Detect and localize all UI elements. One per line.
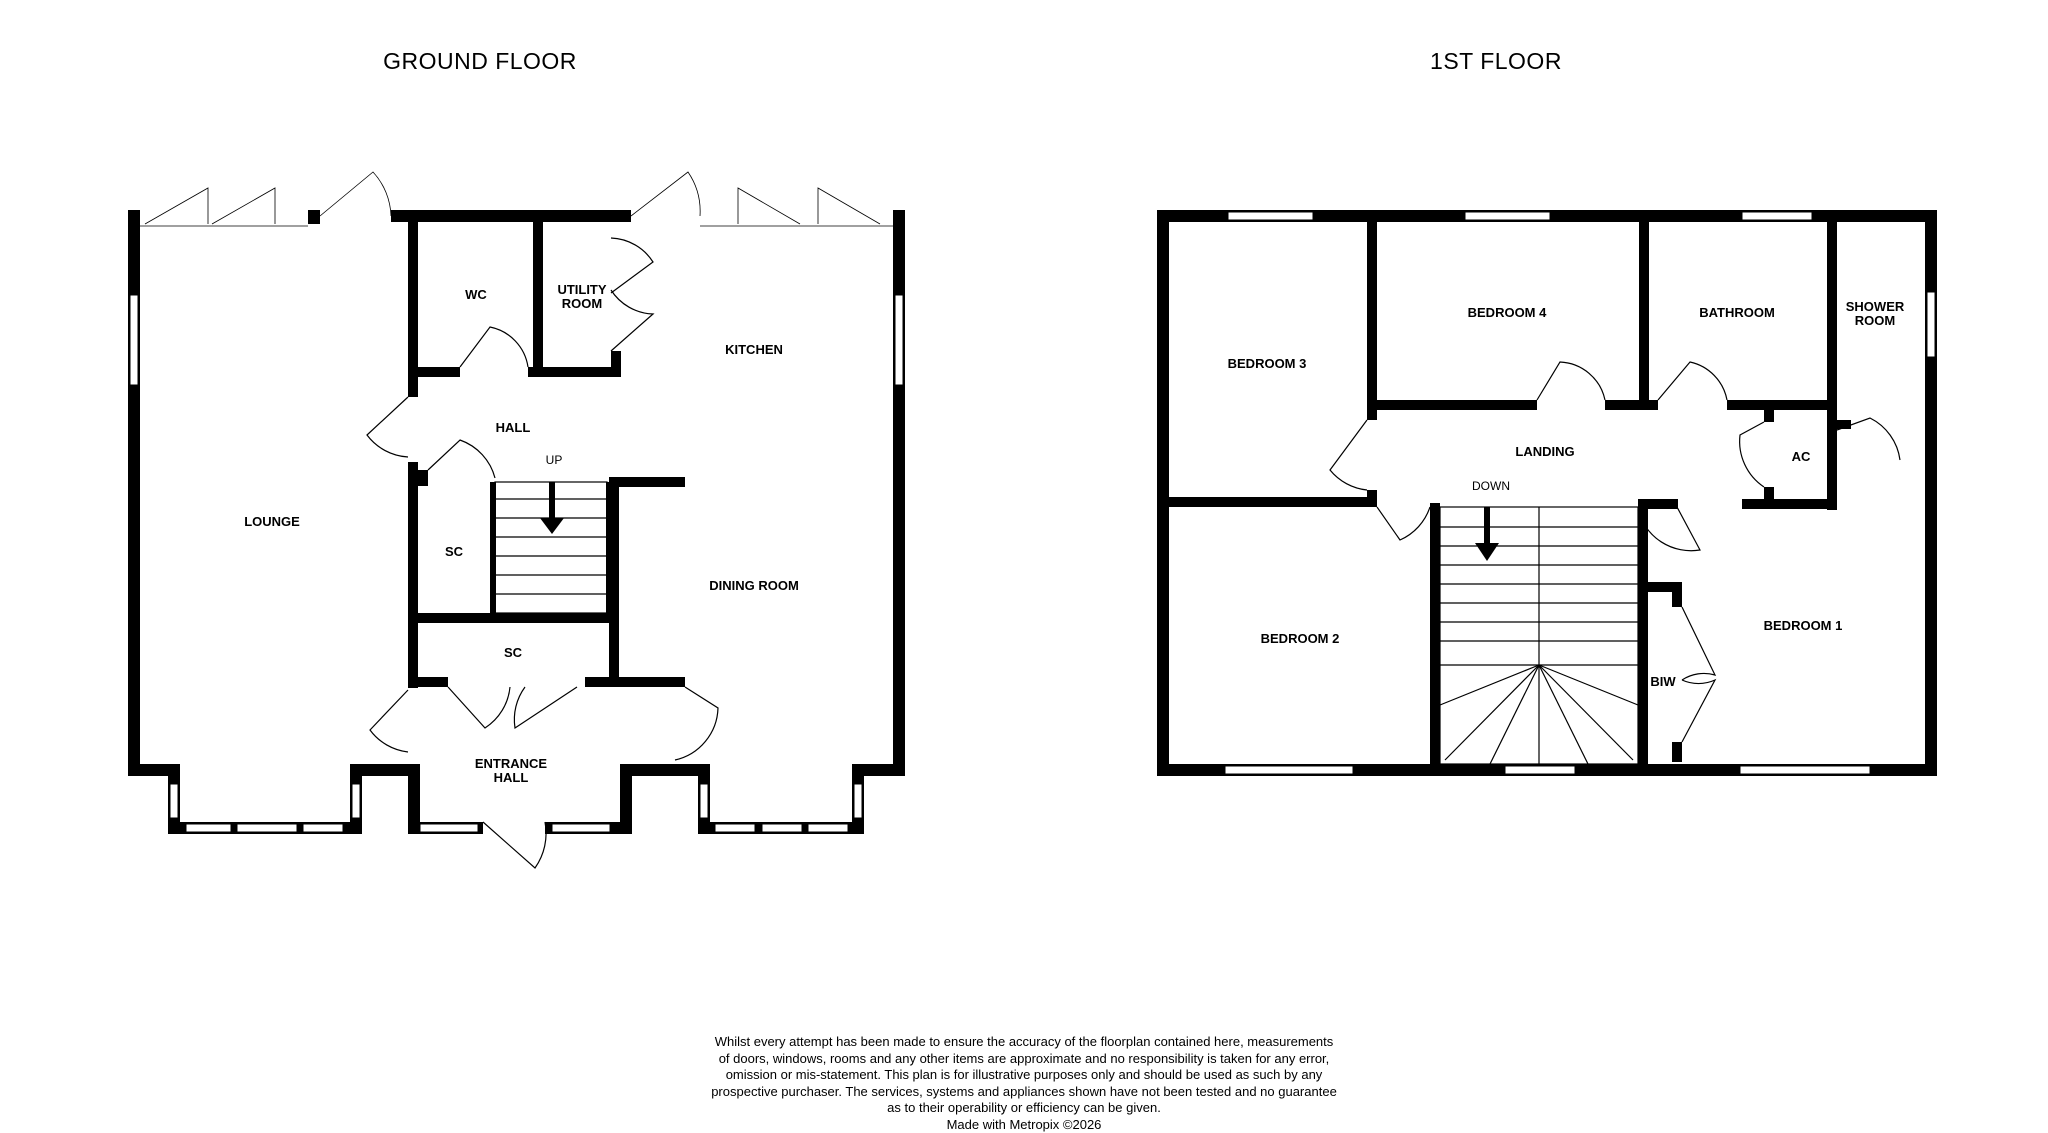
label-sc-2: SC xyxy=(504,645,523,660)
disclaimer-line: as to their operability or efficiency ca… xyxy=(624,1100,1424,1117)
ground-floor-plan: LOUNGE WC UTILITY ROOM KITCHEN HALL UP S… xyxy=(128,172,905,868)
disclaimer-line: Whilst every attempt has been made to en… xyxy=(624,1034,1424,1051)
first-outer-walls xyxy=(1157,210,1937,776)
disclaimer-line: omission or mis-statement. This plan is … xyxy=(624,1067,1424,1084)
disclaimer-line: prospective purchaser. The services, sys… xyxy=(624,1084,1424,1101)
label-entrance-1: ENTRANCE xyxy=(475,756,548,771)
label-ac: AC xyxy=(1792,449,1811,464)
label-dining: DINING ROOM xyxy=(709,578,799,593)
label-stairs-down: DOWN xyxy=(1472,479,1510,493)
label-landing: LANDING xyxy=(1515,444,1574,459)
disclaimer-line: Made with Metropix ©2026 xyxy=(624,1117,1424,1133)
first-stairs xyxy=(1440,507,1638,764)
label-bedroom-4: BEDROOM 4 xyxy=(1468,305,1548,320)
label-bedroom-2: BEDROOM 2 xyxy=(1261,631,1340,646)
label-wc: WC xyxy=(465,287,487,302)
label-kitchen: KITCHEN xyxy=(725,342,783,357)
ground-stairs xyxy=(490,482,612,613)
disclaimer-text: Whilst every attempt has been made to en… xyxy=(624,1034,1424,1133)
label-utility-1: UTILITY xyxy=(557,282,606,297)
label-biw: BIW xyxy=(1650,674,1676,689)
label-bedroom-1: BEDROOM 1 xyxy=(1764,618,1843,633)
label-stairs-up: UP xyxy=(546,453,563,467)
label-shower-2: ROOM xyxy=(1855,313,1895,328)
label-entrance-2: HALL xyxy=(494,770,529,785)
label-utility-2: ROOM xyxy=(562,296,602,311)
ground-room-labels: LOUNGE WC UTILITY ROOM KITCHEN HALL UP S… xyxy=(244,282,799,785)
label-shower-1: SHOWER xyxy=(1846,299,1905,314)
first-floor-plan: BEDROOM 3 BEDROOM 4 BATHROOM SHOWER ROOM… xyxy=(1157,210,1937,776)
label-hall: HALL xyxy=(496,420,531,435)
label-bathroom: BATHROOM xyxy=(1699,305,1775,320)
first-room-labels: BEDROOM 3 BEDROOM 4 BATHROOM SHOWER ROOM… xyxy=(1228,299,1905,689)
label-bedroom-3: BEDROOM 3 xyxy=(1228,356,1307,371)
first-doors xyxy=(1330,362,1900,742)
disclaimer-line: of doors, windows, rooms and any other i… xyxy=(624,1051,1424,1068)
label-lounge: LOUNGE xyxy=(244,514,300,529)
label-sc-1: SC xyxy=(445,544,464,559)
